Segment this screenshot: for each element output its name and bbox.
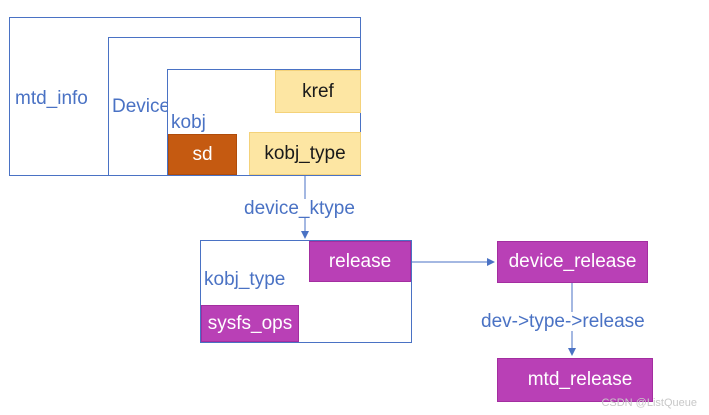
dev-type-release-edge-label: dev->type->release — [479, 311, 647, 332]
device-label: Device — [112, 97, 168, 116]
kref-node: kref — [275, 70, 361, 113]
kobj-label: kobj — [171, 112, 206, 133]
mtd-info-label: mtd_info — [15, 88, 88, 109]
sd-node: sd — [168, 134, 237, 175]
device-release-node: device_release — [497, 241, 648, 283]
kobj-type-outer-label: kobj_type — [204, 269, 286, 290]
kobj-type-inner-node: kobj_type — [249, 132, 361, 175]
device-ktype-edge-label: device_ktype — [242, 198, 357, 219]
sysfs-ops-node: sysfs_ops — [201, 305, 299, 342]
watermark: CSDN @ListQueue — [601, 397, 697, 409]
mtd-release-node: mtd_release — [497, 358, 653, 402]
release-node: release — [309, 241, 411, 282]
